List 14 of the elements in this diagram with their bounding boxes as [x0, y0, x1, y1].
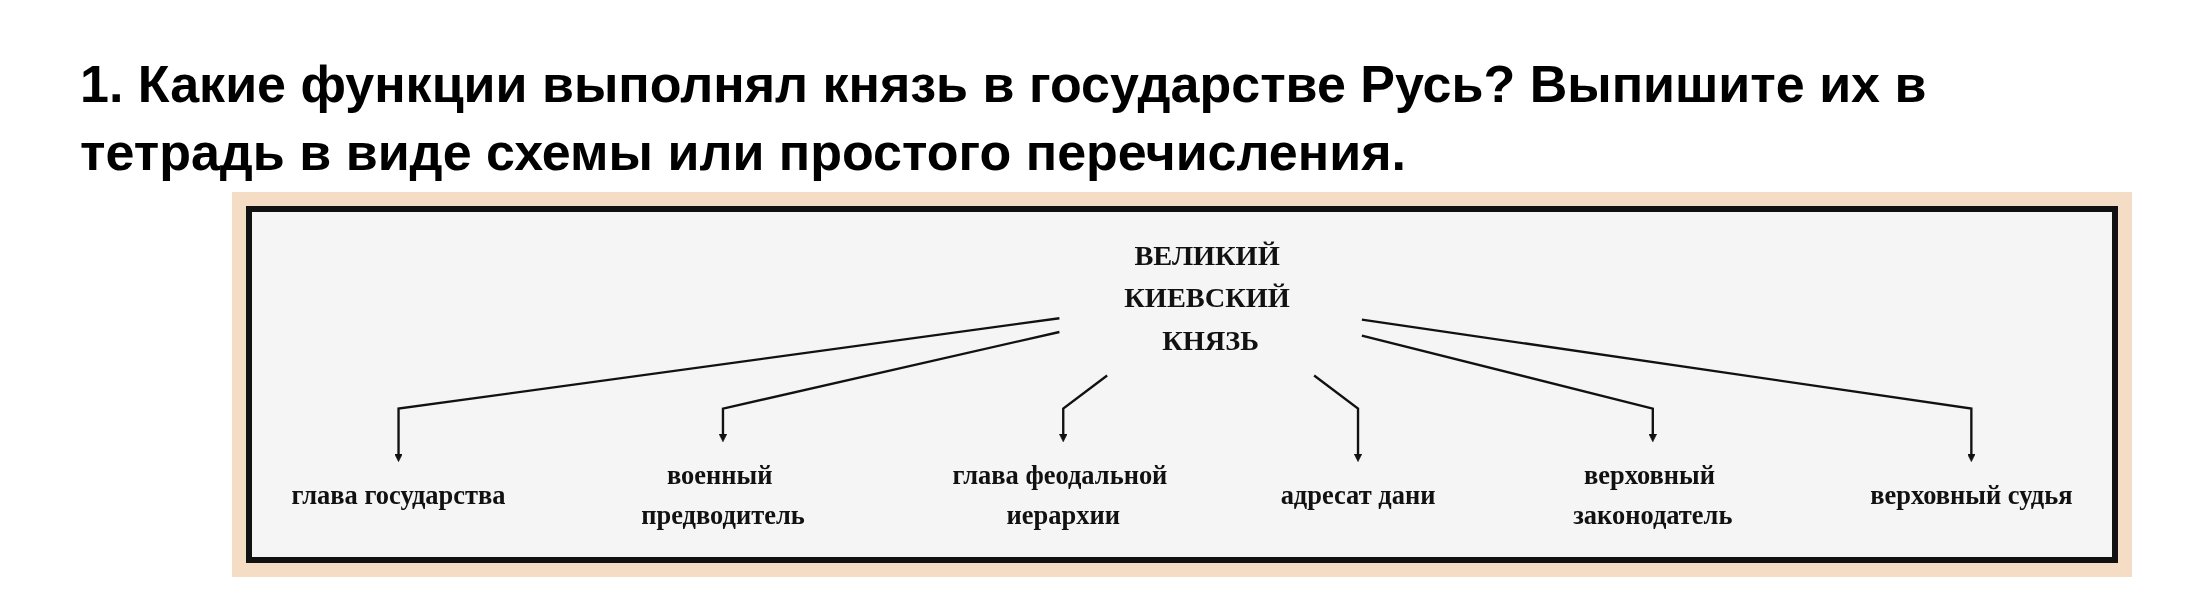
node-text: верховный судья — [1870, 480, 2073, 510]
node-text: глава феодальной иерархии — [952, 460, 1168, 530]
task-heading: 1. Какие функции выполнял князь в государстве Русь? Выпишите их в тетрадь в виде схемы или простого перечисления. — [80, 54, 1928, 183]
node-text: ВЕЛИКИЙ КИЕВСКИЙ КНЯЗЬ — [1124, 239, 1290, 356]
arrow — [1361, 334, 1657, 443]
node-text: военный предводитель — [641, 460, 805, 530]
arrow — [718, 330, 1060, 443]
arrow — [1361, 318, 1976, 462]
arrow — [394, 317, 1060, 462]
node-text: адресат дани — [1280, 480, 1436, 510]
arrow — [1059, 374, 1108, 443]
node-text: верховный законодатель — [1573, 460, 1733, 530]
arrow — [1313, 374, 1363, 462]
node-text: глава государства — [291, 480, 506, 510]
